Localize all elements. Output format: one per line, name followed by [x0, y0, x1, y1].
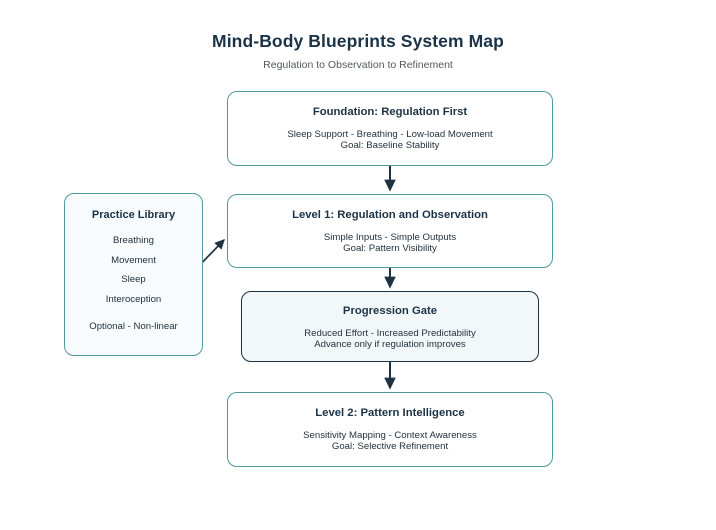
node-level-2-line2: Goal: Selective Refinement: [331, 441, 449, 453]
node-progression-gate[interactable]: Progression Gate Reduced Effort - Increa…: [241, 291, 539, 362]
node-level-2-title: Level 2: Pattern Intelligence: [315, 407, 465, 419]
practice-library-note: Optional - Non-linear: [89, 321, 178, 333]
node-foundation-line1: Sleep Support - Breathing - Low-load Mov…: [287, 128, 493, 140]
node-practice-library[interactable]: Practice Library Breathing Movement Slee…: [64, 193, 203, 356]
node-progression-gate-line1: Reduced Effort - Increased Predictabilit…: [304, 327, 476, 339]
node-foundation-line2: Goal: Baseline Stability: [340, 140, 440, 152]
node-level-1[interactable]: Level 1: Regulation and Observation Simp…: [227, 194, 553, 268]
page-title: Mind-Body Blueprints System Map: [212, 31, 504, 51]
node-progression-gate-title: Progression Gate: [342, 305, 438, 317]
page-subtitle: Regulation to Observation to Refinement: [263, 59, 453, 71]
practice-library-item-interoception: Interoception: [105, 293, 162, 305]
node-practice-library-title: Practice Library: [91, 209, 176, 221]
node-level-2[interactable]: Level 2: Pattern Intelligence Sensitivit…: [227, 392, 553, 467]
node-level-1-title: Level 1: Regulation and Observation: [292, 209, 488, 221]
node-level-1-line1: Simple Inputs - Simple Outputs: [323, 231, 457, 243]
practice-library-item-breathing: Breathing: [112, 235, 155, 247]
node-progression-gate-line2: Advance only if regulation improves: [314, 339, 466, 351]
node-foundation-title: Foundation: Regulation First: [312, 106, 468, 118]
node-level-2-line1: Sensitivity Mapping - Context Awareness: [303, 429, 477, 441]
practice-library-item-movement: Movement: [111, 254, 156, 266]
practice-library-item-sleep: Sleep: [121, 274, 146, 286]
node-foundation[interactable]: Foundation: Regulation First Sleep Suppo…: [227, 91, 553, 166]
node-level-1-line2: Goal: Pattern Visibility: [343, 243, 437, 255]
